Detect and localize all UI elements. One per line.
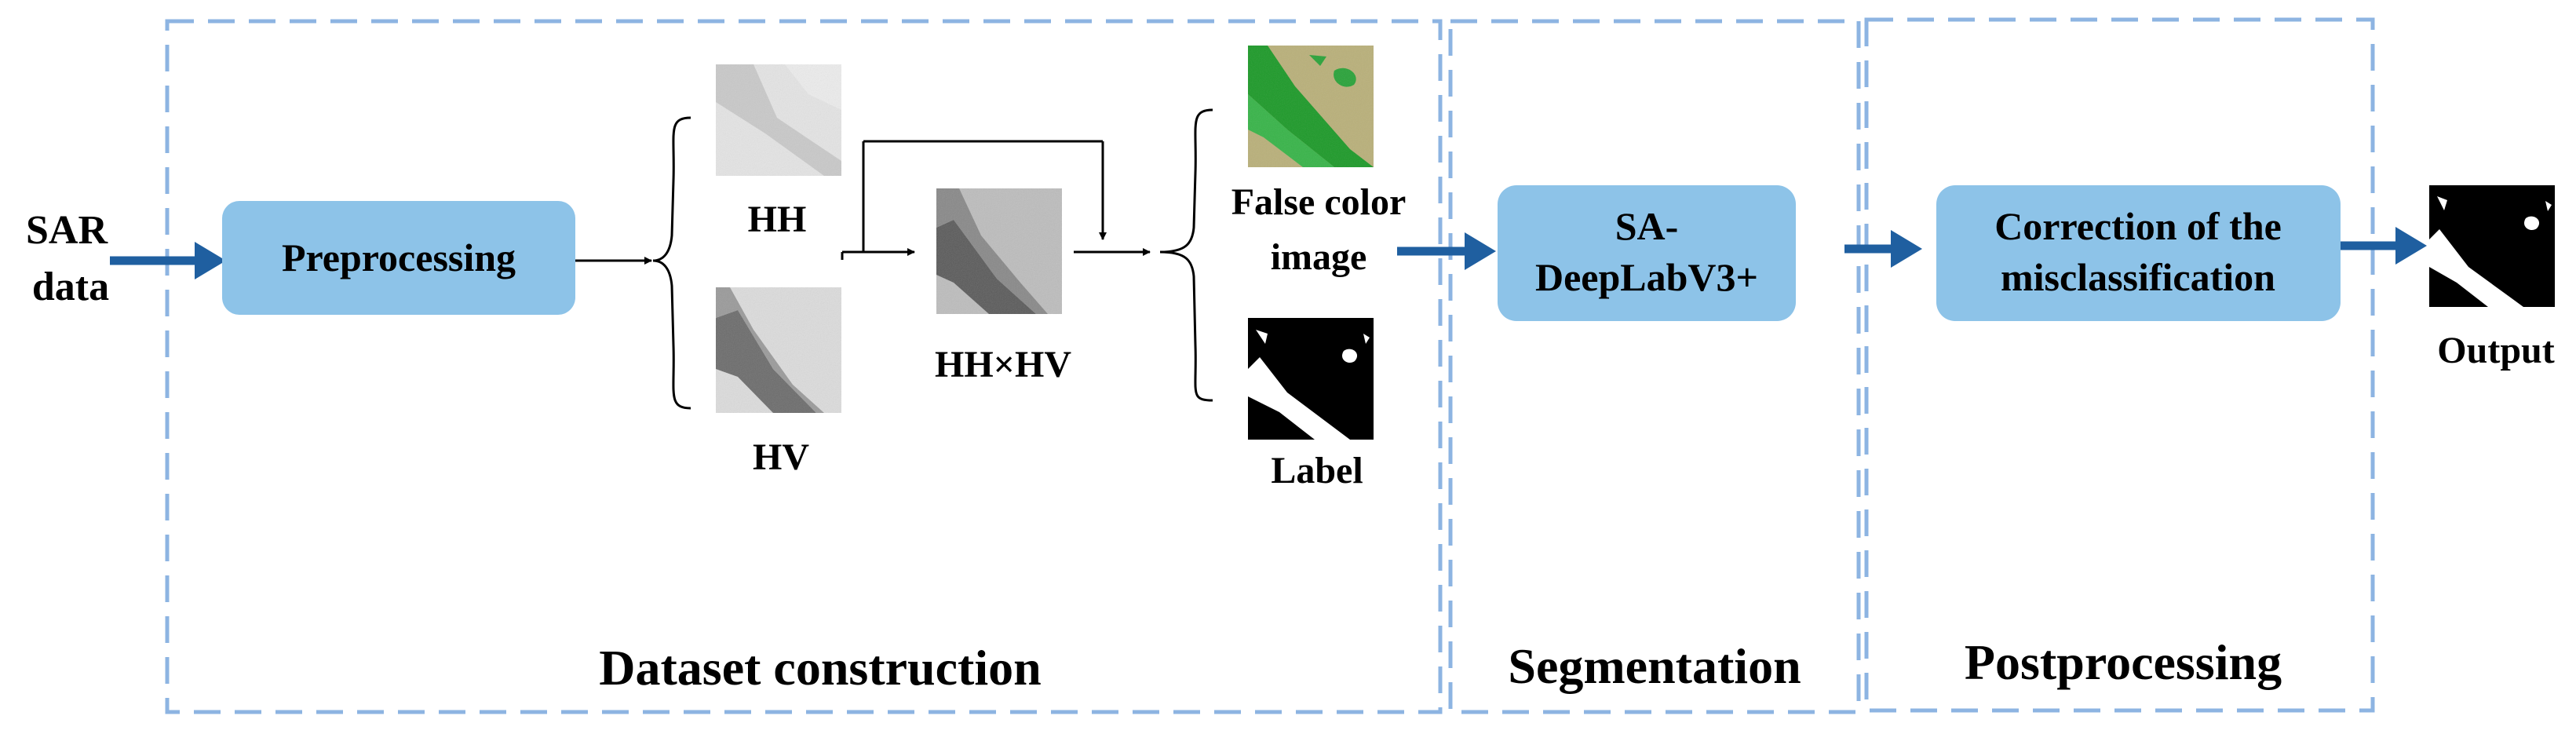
dataset-construction-title: Dataset construction <box>599 640 1041 696</box>
preprocessing-box <box>222 201 575 315</box>
output-label: Output <box>2437 330 2554 371</box>
arrow-hh-to-product <box>841 248 915 260</box>
output-brace-icon <box>1159 108 1213 402</box>
sa-deeplabv3-label-line2: DeepLabV3+ <box>1535 255 1758 299</box>
correction-label-line2: misclassification <box>2001 255 2275 299</box>
postprocessing-title: Postprocessing <box>1965 634 2282 690</box>
hv-image <box>716 287 841 413</box>
label-caption: Label <box>1271 450 1363 491</box>
correction-box <box>1936 185 2341 321</box>
sar-data-label-line1: SAR <box>26 208 108 253</box>
hv-label: HV <box>753 436 809 478</box>
segmentation-title: Segmentation <box>1508 638 1801 694</box>
false-color-label-line2: image <box>1271 236 1367 278</box>
preprocessing-label: Preprocessing <box>282 236 516 279</box>
sa-deeplabv3-box <box>1498 185 1796 321</box>
segmentation-frame <box>1448 19 1861 714</box>
arrow-dataset-to-segmentation <box>1397 232 1496 270</box>
arrow-segmentation-to-correction <box>1844 230 1922 268</box>
correction-label-line1: Correction of the <box>1994 204 2282 248</box>
false-color-label-line1: False color <box>1231 181 1407 223</box>
hh-label: HH <box>748 199 807 240</box>
dataset-construction-frame <box>165 19 1443 714</box>
hh-hv-label: HH×HV <box>935 344 1071 385</box>
bypass-connector <box>862 140 1107 252</box>
postprocessing-frame <box>1864 17 2375 713</box>
sar-data-label-line2: data <box>32 265 109 309</box>
arrow-correction-to-output <box>2341 227 2427 265</box>
hh-image <box>716 64 841 176</box>
arrow-input-to-preprocessing <box>110 242 226 279</box>
sa-deeplabv3-label-line1: SA- <box>1615 204 1679 248</box>
label-mask-image <box>1248 318 1374 440</box>
hh-hv-product-image <box>936 188 1062 314</box>
split-brace-icon <box>652 116 691 410</box>
output-mask-image <box>2429 185 2555 307</box>
false-color-image <box>1248 46 1374 167</box>
